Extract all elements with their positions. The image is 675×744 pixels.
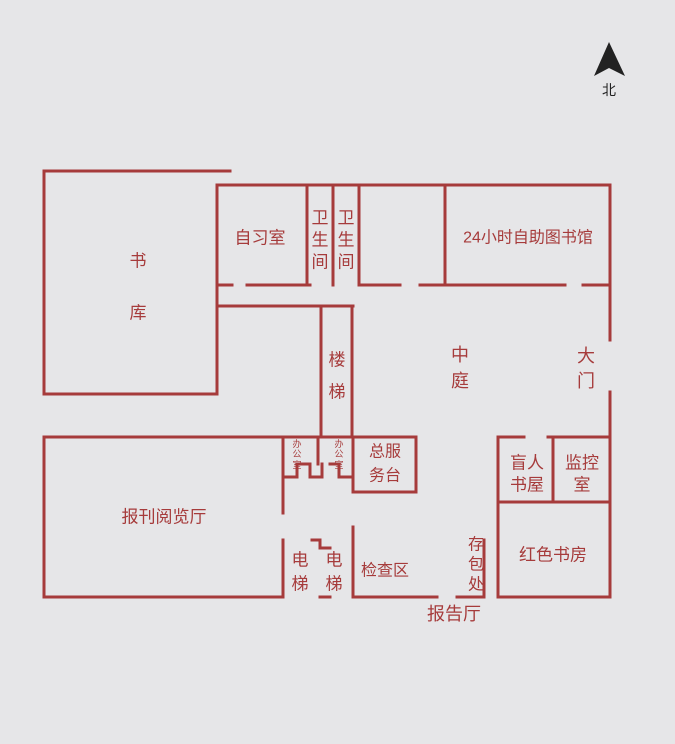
service-desk-label-1: 总服 [369, 443, 401, 461]
monitor-room-label-2: 室 [574, 476, 591, 495]
east-walls [496, 390, 612, 599]
elevator-b-label-1: 电 [326, 551, 343, 570]
reading-hall-label: 报刊阅览厅 [122, 508, 207, 527]
restroom-b-label-3: 间 [338, 253, 355, 272]
service-desk-label-2: 务台 [369, 467, 401, 485]
compass: 北 [594, 42, 625, 98]
blind-room-label-2: 书屋 [510, 476, 544, 495]
office-b-label-2: 公 [334, 449, 343, 459]
lecture-hall-label: 报告厅 [427, 604, 481, 624]
inspection-area-label: 检查区 [361, 562, 409, 580]
blind-room-label-1: 盲人 [510, 454, 544, 473]
office-b-label-1: 办 [334, 438, 343, 449]
bag-storage-label-1: 存 [468, 536, 484, 554]
restroom-b-label-1: 卫 [338, 209, 355, 228]
courtyard-label-1: 中 [451, 345, 469, 365]
main-gate-label-1: 大 [577, 346, 595, 366]
library-24h-label: 24小时自助图书馆 [463, 229, 593, 247]
book-storage-walls [42, 169, 232, 396]
bag-storage-label-3: 处 [468, 576, 484, 594]
office-a-label-2: 公 [292, 449, 301, 459]
office-b-label-3: 室 [334, 459, 343, 470]
office-a-label-1: 办 [292, 438, 301, 449]
book-storage-label-2: 库 [130, 304, 147, 323]
book-storage-label-1: 书 [130, 252, 147, 271]
restroom-b-label-2: 生 [338, 231, 355, 250]
monitor-room-label-1: 监控 [565, 454, 599, 473]
elevator-a-label-2: 梯 [292, 575, 309, 594]
restroom-a-label-2: 生 [312, 231, 329, 250]
stairs-label-1: 楼 [329, 351, 346, 370]
stairs-label-2: 梯 [329, 383, 346, 402]
courtyard-label-2: 庭 [451, 371, 469, 391]
red-bookroom-label: 红色书房 [519, 546, 587, 565]
bag-storage-label-2: 包 [468, 556, 484, 574]
compass-label: 北 [602, 82, 616, 98]
top-strip-walls [215, 183, 612, 439]
north-arrow-icon [594, 42, 625, 76]
office-a-label-3: 室 [292, 459, 301, 470]
restroom-a-label-1: 卫 [312, 209, 329, 228]
restroom-a-label-3: 间 [312, 253, 329, 272]
study-room-label: 自习室 [235, 229, 286, 248]
main-gate-label-2: 门 [577, 371, 595, 391]
elevator-a-label-1: 电 [292, 551, 309, 570]
elevator-b-label-2: 梯 [326, 575, 343, 594]
reading-hall-walls [42, 435, 486, 599]
